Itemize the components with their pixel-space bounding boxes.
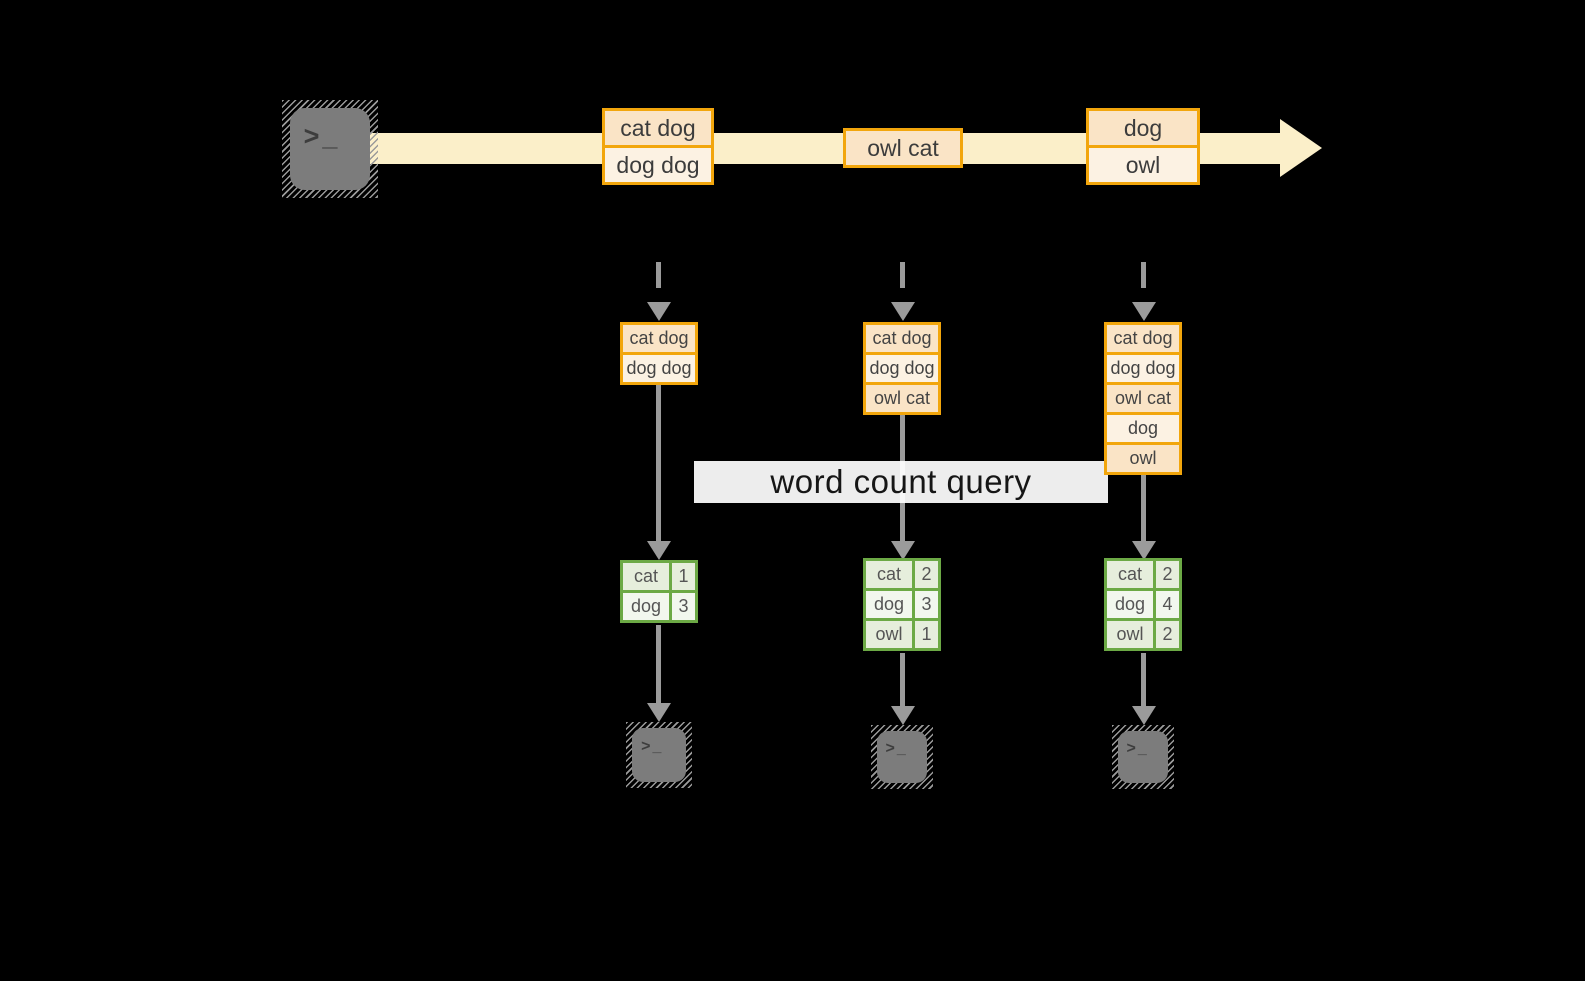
sink-arrowhead-1-icon — [647, 703, 671, 722]
window-buffer-2: cat dog dog dog owl cat — [863, 322, 941, 415]
flow-arrow-3 — [1141, 475, 1146, 541]
dashed-arrowhead-1-icon — [647, 302, 671, 321]
table-row: dog 3 — [863, 588, 941, 621]
count-cell: 3 — [912, 588, 941, 621]
terminal-screen: >_ — [632, 728, 686, 782]
buffer-row: owl cat — [1104, 382, 1182, 415]
count-cell: 2 — [912, 558, 941, 591]
event-label: cat dog — [602, 108, 714, 148]
result-table-1: cat 1 dog 3 — [620, 560, 698, 623]
sink-terminal-1-icon: >_ — [626, 722, 692, 788]
event-label: dog — [1086, 108, 1200, 148]
count-cell: 4 — [1153, 588, 1182, 621]
flow-arrow-1 — [656, 385, 661, 541]
prompt-glyph-icon: >_ — [641, 737, 664, 755]
stream-arrowhead-icon — [1280, 119, 1322, 177]
event-label: dog dog — [602, 145, 714, 185]
dashed-arrow-3 — [1141, 262, 1146, 302]
table-row: dog 3 — [620, 590, 698, 623]
event-box-1: cat dog dog dog — [602, 108, 714, 185]
table-row: cat 2 — [1104, 558, 1182, 591]
buffer-row: dog dog — [620, 352, 698, 385]
buffer-row: cat dog — [863, 322, 941, 355]
event-box-2: owl cat — [843, 128, 963, 168]
buffer-row: dog dog — [1104, 352, 1182, 385]
table-row: cat 2 — [863, 558, 941, 591]
word-cell: cat — [1104, 558, 1156, 591]
buffer-row: owl cat — [863, 382, 941, 415]
event-box-3: dog owl — [1086, 108, 1200, 185]
sink-arrow-2 — [900, 653, 905, 707]
source-terminal-icon: >_ — [282, 100, 378, 198]
word-cell: cat — [863, 558, 915, 591]
prompt-glyph-icon: >_ — [303, 121, 341, 152]
window-buffer-3: cat dog dog dog owl cat dog owl — [1104, 322, 1182, 475]
buffer-row: cat dog — [1104, 322, 1182, 355]
count-cell: 2 — [1153, 558, 1182, 591]
dashed-arrow-2 — [900, 262, 905, 302]
table-row: owl 2 — [1104, 618, 1182, 651]
buffer-row: cat dog — [620, 322, 698, 355]
word-cell: owl — [1104, 618, 1156, 651]
word-cell: dog — [620, 590, 672, 623]
dashed-arrow-1 — [656, 262, 661, 302]
table-row: dog 4 — [1104, 588, 1182, 621]
window-buffer-1: cat dog dog dog — [620, 322, 698, 385]
terminal-screen: >_ — [290, 108, 370, 190]
flow-arrowhead-1-icon — [647, 541, 671, 560]
prompt-glyph-icon: >_ — [885, 740, 908, 758]
sink-arrow-1 — [656, 625, 661, 705]
count-cell: 1 — [912, 618, 941, 651]
sink-terminal-2-icon: >_ — [871, 725, 933, 789]
table-row: cat 1 — [620, 560, 698, 593]
sink-arrowhead-2-icon — [891, 706, 915, 725]
flow-arrowhead-2-icon — [891, 541, 915, 560]
event-label: owl — [1086, 145, 1200, 185]
word-cell: dog — [863, 588, 915, 621]
word-cell: cat — [620, 560, 672, 593]
count-cell: 3 — [669, 590, 698, 623]
sink-terminal-3-icon: >_ — [1112, 725, 1174, 789]
word-cell: owl — [863, 618, 915, 651]
dashed-arrowhead-3-icon — [1132, 302, 1156, 321]
result-table-3: cat 2 dog 4 owl 2 — [1104, 558, 1182, 651]
word-cell: dog — [1104, 588, 1156, 621]
query-banner-label: word count query — [770, 463, 1032, 500]
buffer-row: owl — [1104, 442, 1182, 475]
terminal-screen: >_ — [877, 731, 927, 783]
sink-arrow-3 — [1141, 653, 1146, 707]
count-cell: 1 — [669, 560, 698, 593]
dashed-arrowhead-2-icon — [891, 302, 915, 321]
sink-arrowhead-3-icon — [1132, 706, 1156, 725]
table-row: owl 1 — [863, 618, 941, 651]
buffer-row: dog dog — [863, 352, 941, 385]
event-label: owl cat — [843, 128, 963, 168]
query-banner: word count query — [694, 461, 1108, 503]
count-cell: 2 — [1153, 618, 1182, 651]
result-table-2: cat 2 dog 3 owl 1 — [863, 558, 941, 651]
flow-arrowhead-3-icon — [1132, 541, 1156, 560]
prompt-glyph-icon: >_ — [1126, 740, 1149, 758]
buffer-row: dog — [1104, 412, 1182, 445]
terminal-screen: >_ — [1118, 731, 1168, 783]
